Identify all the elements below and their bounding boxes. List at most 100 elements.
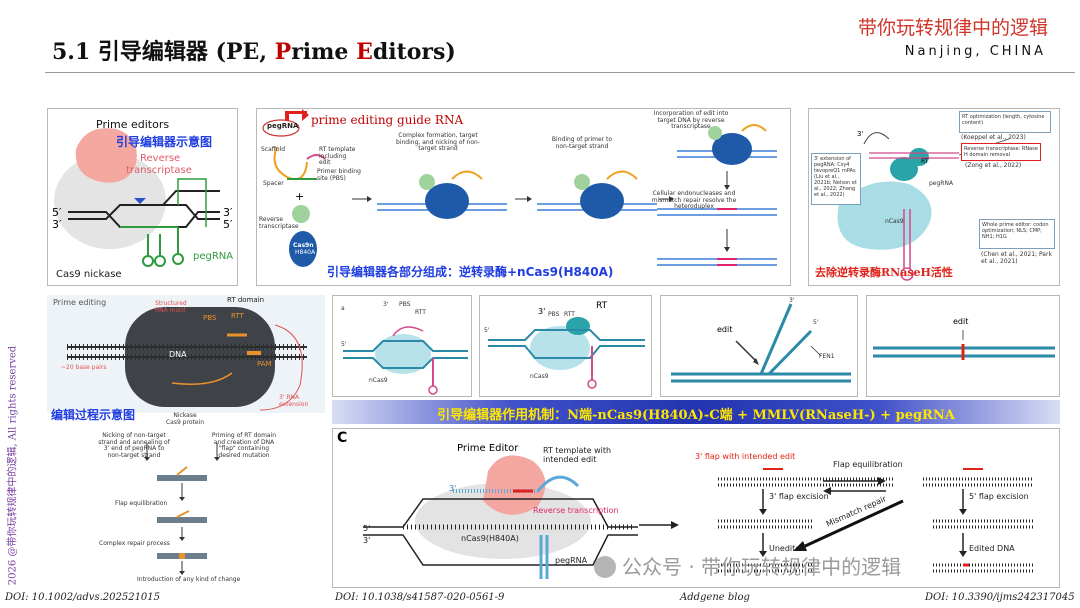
edited-dna-label: Edited DNA xyxy=(969,544,1015,553)
panel1-nickase: Cas9 nickase xyxy=(56,269,122,280)
components-caption: 引导编辑器各部分组成：逆转录酶+nCas9(H840A) xyxy=(327,265,614,279)
title-e: E xyxy=(356,39,373,65)
title-rime: rime xyxy=(291,39,357,65)
rt-domain-label: RT domain xyxy=(227,296,265,304)
strip-panel-a: a PBS RTT 3' 5' nCas9 xyxy=(332,295,472,397)
doi-3: Addgene blog xyxy=(680,592,750,603)
step4-label: Cellular endonucleases and mismatch repa… xyxy=(651,190,737,211)
panel-c-diagram xyxy=(363,455,1033,579)
rt-opt-box: RT optimization (length, cytosine conten… xyxy=(959,111,1051,133)
excision5-label: 5' flap excision xyxy=(969,492,1029,501)
dna-label: DNA xyxy=(169,350,187,359)
step2-label: Binding of primer to non-target strand xyxy=(551,136,613,150)
copyright-text: 2026 @带你玩转规律中的逻辑, All rights reserved xyxy=(7,345,19,586)
brand-name: 带你玩转规律中的逻辑 xyxy=(857,17,1048,39)
editing-process-diagram xyxy=(67,307,307,575)
panel1-rt-line1: Reverse xyxy=(140,153,181,164)
pbs-tag: PBS xyxy=(203,314,217,322)
prime-editor-schematic xyxy=(54,128,220,267)
rnaseh-text: Reverse transcriptase: RNase H domain re… xyxy=(964,146,1038,158)
whole-text: Whole prime editor: codon optimization; … xyxy=(982,222,1049,240)
strip-a-pbs: PBS xyxy=(399,301,411,308)
panel1-pegrna: pegRNA xyxy=(193,251,234,262)
strip-b-rt: RT xyxy=(596,301,608,311)
banner-text: 引导编辑器作用机制：N端-nCas9(H840A)-C端 + MMLV(RNas… xyxy=(437,408,955,423)
flap3-label: 3' flap with intended edit xyxy=(695,452,796,461)
panel1-rt-line2: transcriptase xyxy=(126,165,192,176)
title-ditors: ditors) xyxy=(372,39,456,65)
panel-prime-editors: Prime editors 引导编辑器示意图 Reverse transcrip… xyxy=(47,108,238,286)
strip-panel-d: edit xyxy=(866,295,1060,397)
prime-editing-label: Prime editing xyxy=(53,298,107,307)
strip-a-rtt: RTT xyxy=(415,309,426,316)
strip-a-five: 5' xyxy=(341,341,347,348)
whole-ref: (Chen et al., 2021; Park et al., 2021) xyxy=(981,251,1052,265)
prime-editor-label: Prime Editor xyxy=(457,443,519,454)
doi-4: DOI: 10.3390/ijms242317045 xyxy=(925,592,1075,603)
rnaseh-diagram xyxy=(837,132,1010,281)
plus-sign: + xyxy=(295,190,305,203)
panel-components: pegRNA prime editing guide RNA Scaffold … xyxy=(256,108,791,286)
strip-c-fen1: FEN1 xyxy=(819,353,835,360)
pegrna-tag: pegRNA xyxy=(267,122,299,130)
wechat-icon xyxy=(594,556,616,578)
rnaseh-caption: 去除逆转录酶RNaseH活性 xyxy=(815,266,953,279)
strip-a-letter: a xyxy=(341,305,345,312)
strip-d-edit: edit xyxy=(953,317,969,326)
strip-b-ncas9: nCas9 xyxy=(530,373,549,380)
step3-label: Incorporation of edit into target DNA by… xyxy=(653,110,729,131)
copyright-vertical: 2026 @带你玩转规律中的逻辑, All rights reserved xyxy=(4,345,19,586)
pbs-label: Primer binding site (PBS) xyxy=(317,168,361,182)
guide-rna-label: prime editing guide RNA xyxy=(311,113,464,127)
strip-c-three: 3' xyxy=(789,297,795,304)
rt-template-label: RT template including edit xyxy=(319,146,356,167)
strip-panel-b: RT PBS RTT 3' 5' nCas9 xyxy=(479,295,652,397)
panel1-five-left: 5′ xyxy=(52,206,62,219)
panel1-five-right: 5′ xyxy=(223,218,233,231)
panel-c-letter: C xyxy=(337,430,348,446)
nicking-step: Nicking of non-target strand and anneali… xyxy=(98,432,170,459)
strip-b-five: 5' xyxy=(484,327,490,334)
strip-b-rtt: RTT xyxy=(564,311,575,318)
complex-repair-step: Complex repair process xyxy=(99,540,170,547)
title-prefix: 5.1 引导编辑器 (PE, xyxy=(52,39,275,65)
rt-enzyme-label: Reverse transcriptase xyxy=(259,216,299,230)
strip-b-diagram xyxy=(488,317,645,389)
panel1-three-left: 3′ xyxy=(52,218,62,231)
structured-motif-label: Structured RNA motif xyxy=(155,300,187,314)
ext-text: 3' extension of pegRNA: Csy4 tevopreQ1 m… xyxy=(814,156,856,174)
header-divider xyxy=(45,72,1075,73)
introduction-step: Introduction of any kind of change xyxy=(137,576,241,583)
reverse-transcription-label: Reverse transcription xyxy=(533,506,619,515)
panel1-heading: Prime editors xyxy=(96,118,170,131)
slide-title: 5.1 引导编辑器 (PE, Prime Editors) xyxy=(52,34,456,66)
panel3-rt: RT xyxy=(921,158,929,165)
pam-tag: PAM xyxy=(257,360,272,368)
strip-a-ncas9: nCas9 xyxy=(369,377,388,384)
rna-extension-label: 3' RNA extension xyxy=(279,394,309,408)
strip-c-diagram xyxy=(671,303,851,383)
base-pairs-label: ~20 base pairs xyxy=(61,364,107,371)
rtt-tag: RTT xyxy=(231,312,244,320)
nickase-label: Nickase Cas9 protein xyxy=(165,412,205,426)
rnaseh-box: Reverse transcriptase: RNase H domain re… xyxy=(961,143,1041,161)
panel-c: C Prime Editor RT template with intended… xyxy=(332,428,1060,588)
step1-label: Complex formation, target binding, and n… xyxy=(396,132,480,153)
panel-editing-process: Prime editing Structured RNA motif RT do… xyxy=(47,295,325,588)
strip-b-pbs: PBS xyxy=(548,311,560,318)
panel-c-three: 3' xyxy=(449,484,457,493)
strip-b-three: 3' xyxy=(538,307,546,316)
panel1-caption: 引导编辑器示意图 xyxy=(116,135,213,149)
cas9n-label: Cas9n xyxy=(293,242,314,249)
panel3-ncas9: nCas9 xyxy=(885,218,904,225)
flap-eq-label: Flap equilibration xyxy=(833,460,903,469)
strip-c-five: 5' xyxy=(813,319,819,326)
strip-d-diagram xyxy=(873,330,1055,360)
mechanism-banner: 引导编辑器作用机制：N端-nCas9(H840A)-C端 + MMLV(RNas… xyxy=(332,400,1060,424)
whole-box: Whole prime editor: codon optimization; … xyxy=(979,219,1055,249)
spacer-label: Spacer xyxy=(263,180,284,187)
rt-template-intended-label: RT template with intended edit xyxy=(543,446,612,464)
rt-opt-ref: (Koeppel et al., 2023) xyxy=(961,134,1026,141)
watermark-text: 公众号 · 带你玩转规律中的逻辑 xyxy=(622,555,902,579)
strip-a-three: 3' xyxy=(383,301,389,308)
